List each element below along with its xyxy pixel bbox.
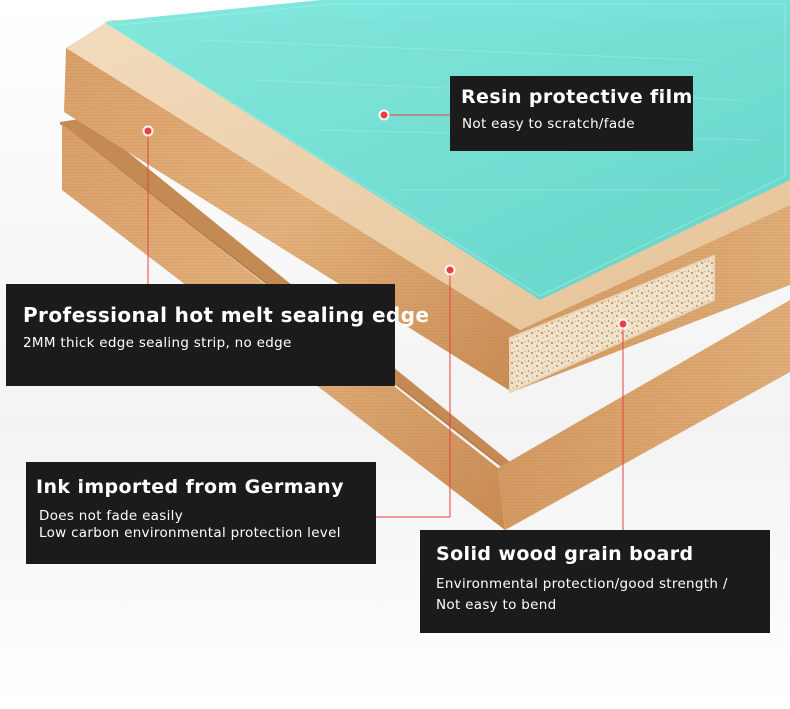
callout-title: Resin protective film	[461, 86, 693, 108]
callout-text: Low carbon environmental protection leve…	[39, 525, 341, 541]
callout-text: 2MM thick edge sealing strip, no edge	[23, 335, 292, 351]
callout-ink-germany: Ink imported from Germany Does not fade …	[26, 462, 376, 564]
callout-text: Not easy to bend	[436, 597, 557, 613]
callout-resin-film: Resin protective film Not easy to scratc…	[450, 76, 693, 151]
callout-text: Environmental protection/good strength /	[436, 576, 728, 592]
callout-text: Does not fade easily	[39, 508, 183, 524]
callout-text: Not easy to scratch/fade	[462, 116, 635, 132]
callout-title: Solid wood grain board	[436, 543, 694, 565]
callout-sealing-edge: Professional hot melt sealing edge 2MM t…	[6, 284, 429, 386]
callout-wood-grain-board: Solid wood grain board Environmental pro…	[420, 530, 770, 633]
marker-dots	[142, 109, 629, 330]
callout-title: Ink imported from Germany	[36, 476, 344, 498]
callout-title: Professional hot melt sealing edge	[23, 303, 430, 327]
